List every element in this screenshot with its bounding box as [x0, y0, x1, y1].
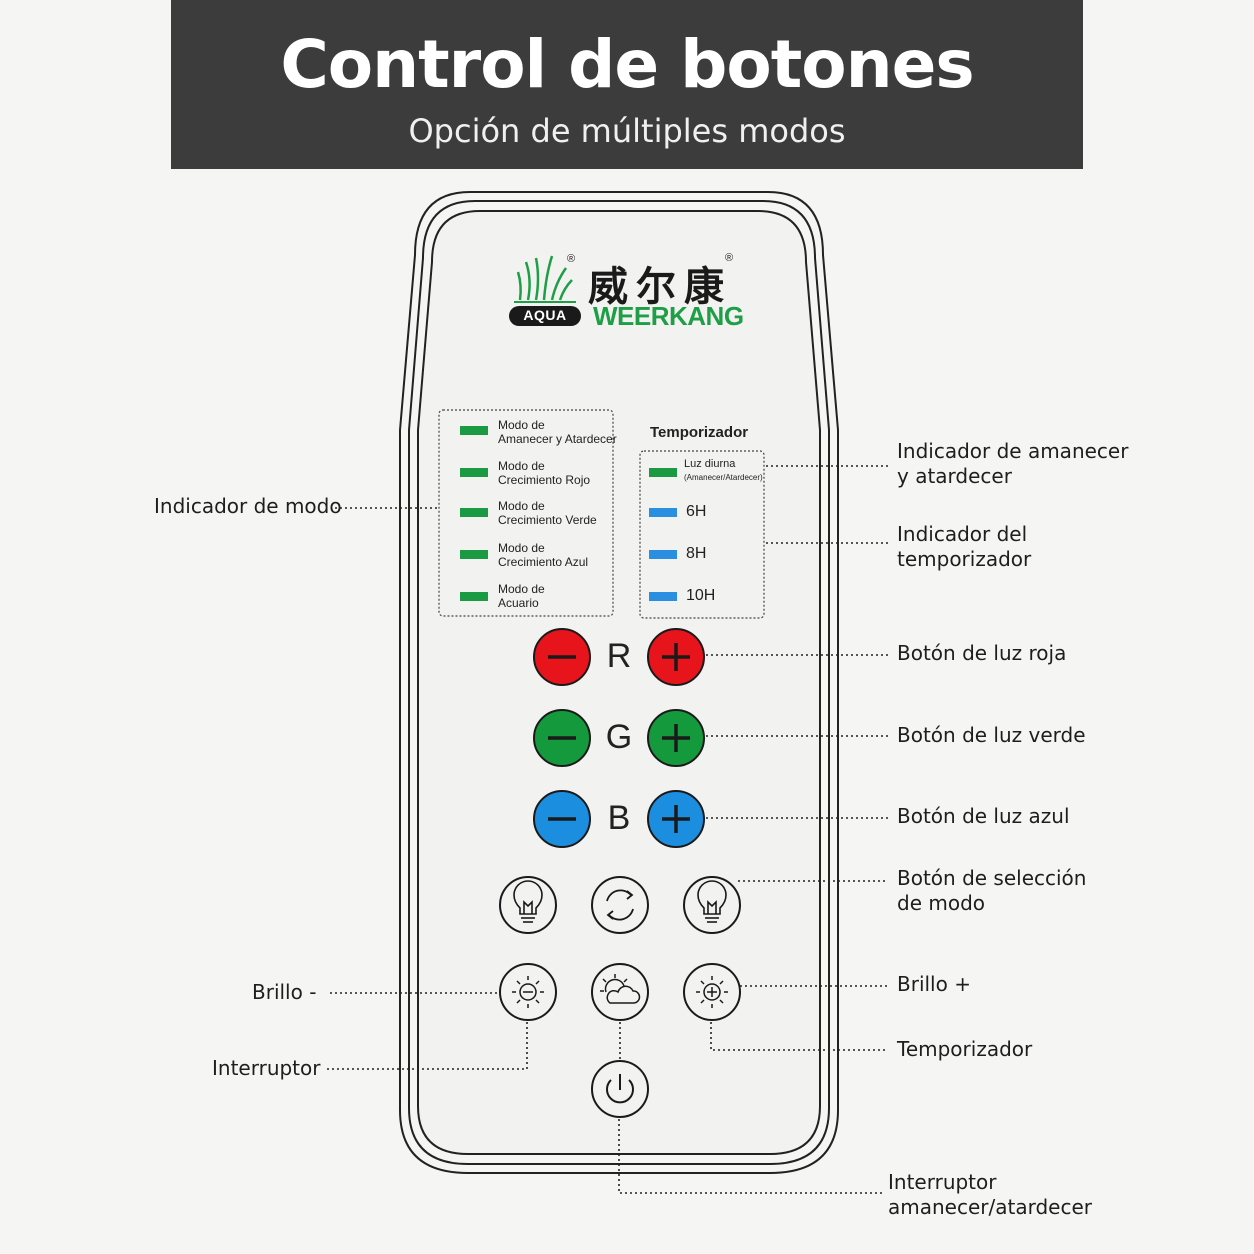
- mode-label-line: Crecimiento Azul: [498, 555, 589, 569]
- mode-left-button[interactable]: [499, 876, 557, 934]
- lightbulb-icon: [513, 880, 543, 923]
- mode-label-line: Crecimiento Rojo: [498, 473, 591, 487]
- mode-label-blue: Modo de Crecimiento Azul: [498, 541, 588, 569]
- timer-led-10h: [649, 592, 677, 601]
- callout-sunrise-indicator: Indicador de amanecer y atardecer: [897, 439, 1128, 489]
- callout-red-button: Botón de luz roja: [897, 641, 1067, 665]
- mode-label-sunrise: Modo de Amanecer y Atardecer: [498, 418, 617, 446]
- mode-label-line: Modo de: [498, 499, 545, 513]
- brand-chinese-name: 威尔康: [588, 263, 732, 310]
- callout-line: de modo: [897, 891, 986, 915]
- power-button[interactable]: [591, 1060, 649, 1118]
- timer-label-8h: 8H: [686, 545, 707, 562]
- callout-timer: Temporizador: [897, 1037, 1033, 1061]
- callout-line: Interruptor: [888, 1170, 997, 1194]
- mode-label-line: Modo de: [498, 459, 545, 473]
- callout-switch: Interruptor: [212, 1056, 321, 1080]
- timer-label-daylight: Luz diurna (Amanecer/Atardecer): [684, 458, 763, 484]
- timer-label-10h: 10H: [686, 587, 716, 604]
- mode-label-green: Modo de Crecimiento Verde: [498, 499, 597, 527]
- sunrise-sunset-button[interactable]: [591, 963, 649, 1021]
- timer-indicator-box: [639, 450, 765, 619]
- brightness-plus-button[interactable]: [683, 963, 741, 1021]
- callout-line: Indicador del: [897, 522, 1028, 546]
- mode-label-aquarium: Modo de Acuario: [498, 582, 545, 610]
- callout-green-button: Botón de luz verde: [897, 723, 1086, 747]
- registered-mark: ®: [725, 252, 734, 264]
- callout-line: amanecer/atardecer: [888, 1195, 1092, 1219]
- blue-label: B: [607, 799, 631, 837]
- aqua-badge: AQUA: [523, 307, 567, 323]
- callout-mode-indicator: Indicador de modo: [154, 494, 342, 518]
- mode-led-sunrise: [460, 426, 488, 435]
- lightbulb-icon: [697, 880, 727, 923]
- mode-label-line: Crecimiento Verde: [498, 513, 597, 527]
- mode-label-line: Modo de: [498, 418, 545, 432]
- mode-led-aquarium: [460, 592, 488, 601]
- remote-outline-outer: [399, 191, 839, 1174]
- green-label: G: [605, 718, 633, 756]
- timer-led-6h: [649, 508, 677, 517]
- mode-label-line: Amanecer y Atardecer: [498, 432, 617, 446]
- timer-led-8h: [649, 550, 677, 559]
- callout-line: Indicador de amanecer: [897, 439, 1129, 463]
- timer-led-daylight: [649, 468, 677, 477]
- daylight-label: Luz diurna: [684, 458, 736, 470]
- remote-outline-inner: [417, 210, 821, 1155]
- red-minus-button[interactable]: [533, 628, 591, 686]
- mode-cycle-button[interactable]: [591, 876, 649, 934]
- green-minus-button[interactable]: [533, 709, 591, 767]
- registered-mark: ®: [567, 253, 576, 265]
- sun-cloud-icon: [600, 974, 641, 1004]
- power-icon: [606, 1074, 634, 1104]
- mode-label-line: Modo de: [498, 541, 545, 555]
- mode-label-red: Modo de Crecimiento Rojo: [498, 459, 590, 487]
- sun-minus-icon: [512, 976, 544, 1008]
- weerkang-logo-icon: [509, 255, 581, 326]
- daylight-sublabel: (Amanecer/Atardecer): [684, 473, 763, 482]
- callout-sunrise-switch: Interruptor amanecer/atardecer: [888, 1170, 1092, 1220]
- brand-english-name: WEERKANG: [593, 301, 744, 331]
- mode-label-line: Acuario: [498, 596, 539, 610]
- callout-brightness-plus: Brillo +: [897, 972, 971, 996]
- blue-minus-button[interactable]: [533, 790, 591, 848]
- timer-title: Temporizador: [650, 424, 749, 441]
- callout-mode-select: Botón de selección de modo: [897, 866, 1086, 916]
- mode-led-red: [460, 468, 488, 477]
- callout-timer-indicator: Indicador del temporizador: [897, 522, 1031, 572]
- callout-line: y atardecer: [897, 464, 1012, 488]
- timer-label-6h: 6H: [686, 503, 707, 520]
- cycle-arrows-icon: [606, 889, 634, 921]
- callout-blue-button: Botón de luz azul: [897, 804, 1070, 828]
- mode-led-green: [460, 508, 488, 517]
- callout-brightness-minus: Brillo -: [252, 980, 317, 1004]
- callout-line: temporizador: [897, 547, 1032, 571]
- header-banner: Control de botones Opción de múltiples m…: [171, 0, 1083, 169]
- mode-label-line: Modo de: [498, 582, 545, 596]
- mode-right-button[interactable]: [683, 876, 741, 934]
- leader-lines: [327, 465, 888, 1194]
- page-title: Control de botones: [280, 26, 974, 103]
- green-plus-button[interactable]: [647, 709, 705, 767]
- red-plus-button[interactable]: [647, 628, 705, 686]
- callout-line: Botón de selección: [897, 866, 1087, 890]
- remote-outline-middle: [408, 200, 830, 1165]
- mode-led-blue: [460, 550, 488, 559]
- page-subtitle: Opción de múltiples modos: [408, 112, 846, 150]
- blue-plus-button[interactable]: [647, 790, 705, 848]
- sun-plus-icon: [696, 976, 728, 1008]
- brightness-minus-button[interactable]: [499, 963, 557, 1021]
- red-label: R: [606, 637, 632, 675]
